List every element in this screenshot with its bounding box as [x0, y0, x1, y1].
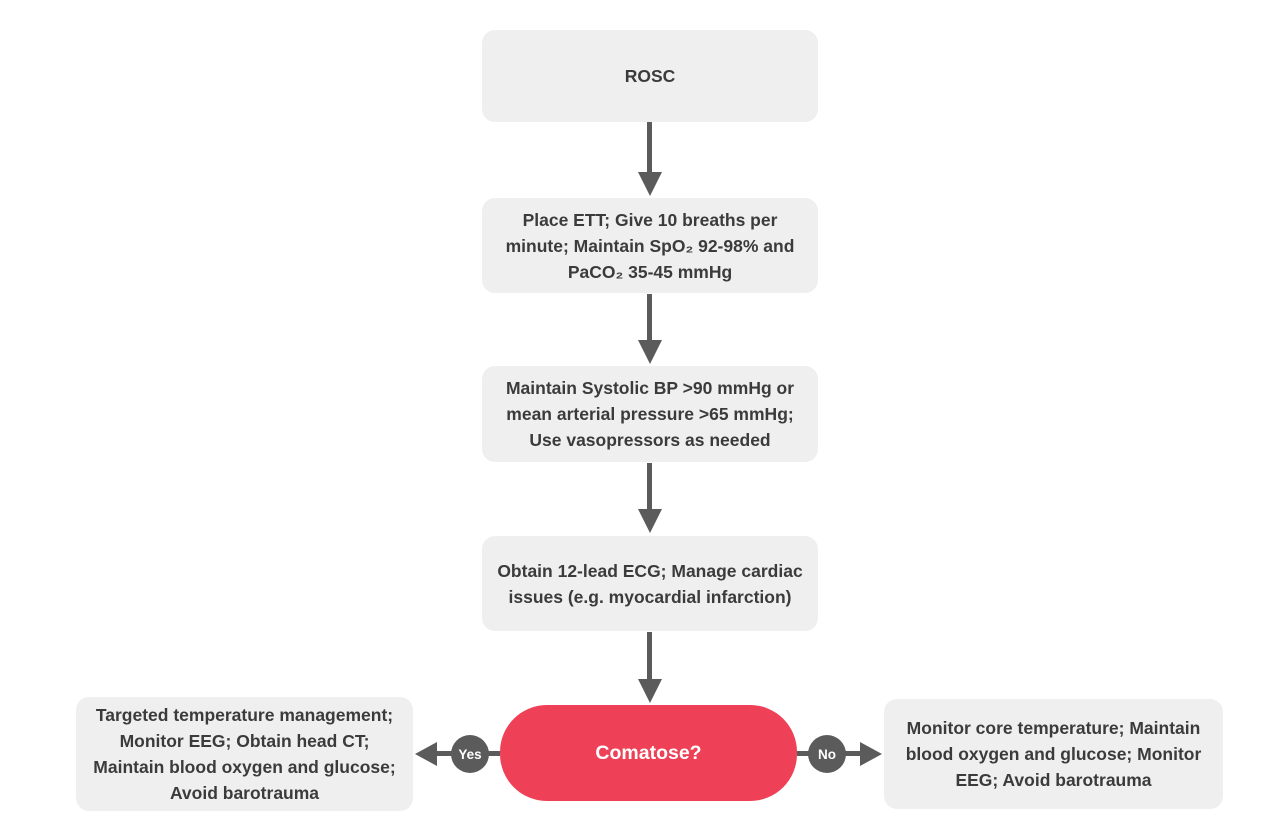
arrow-down-icon [638, 679, 662, 703]
node-ventilation: Place ETT; Give 10 breaths per minute; M… [482, 198, 818, 293]
arrow-down-icon [638, 509, 662, 533]
node-rosc: ROSC [482, 30, 818, 122]
arrow-down-icon [638, 172, 662, 196]
node-targeted-temperature-management: Targeted temperature management; Monitor… [76, 697, 413, 811]
arrow-shaft [647, 632, 652, 680]
edge-label-no-badge: No [808, 735, 846, 773]
arrow-right-icon [860, 742, 882, 766]
node-core-temperature-monitoring: Monitor core temperature; Maintain blood… [884, 699, 1223, 809]
arrow-down-icon [638, 340, 662, 364]
arrow-left-icon [415, 742, 437, 766]
edge-label-yes-badge: Yes [451, 735, 489, 773]
arrow-shaft [647, 122, 652, 173]
arrow-shaft [647, 294, 652, 341]
arrow-shaft [647, 463, 652, 510]
node-ecg: Obtain 12-lead ECG; Manage cardiac issue… [482, 536, 818, 631]
decision-comatose: Comatose? [500, 705, 797, 801]
node-blood-pressure: Maintain Systolic BP >90 mmHg or mean ar… [482, 366, 818, 462]
